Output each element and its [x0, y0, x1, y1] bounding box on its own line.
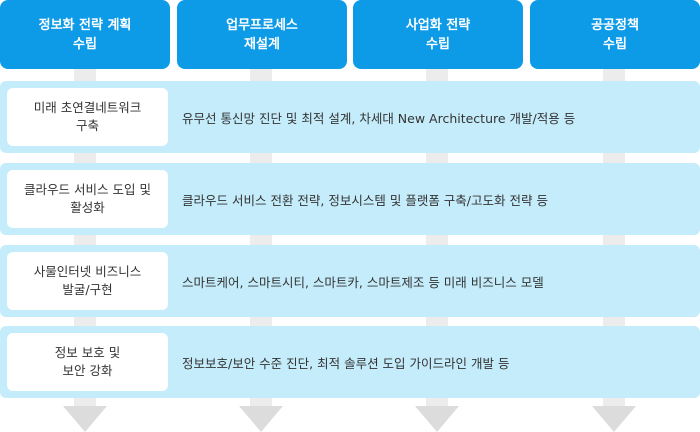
row-description: 정보보호/보안 수준 진단, 최적 솔루션 도입 가이드라인 개발 등: [182, 355, 510, 371]
column-header-1: 정보화 전략 계획 수립: [0, 0, 170, 69]
column-header-4: 공공정책 수립: [530, 0, 700, 69]
row-label: 클라우드 서비스 도입 및 활성화: [7, 170, 168, 228]
column-4-arrowhead: [592, 406, 636, 432]
column-header-3: 사업화 전략 수립: [353, 0, 523, 69]
row-label: 정보 보호 및 보안 강화: [7, 333, 168, 391]
row-description: 스마트케어, 스마트시티, 스마트카, 스마트제조 등 미래 비즈니스 모델: [182, 274, 544, 290]
row-label: 미래 초연결네트워크 구축: [7, 88, 168, 146]
row-future-network: 미래 초연결네트워크 구축 유무선 통신망 진단 및 최적 설계, 차세대 Ne…: [0, 81, 700, 153]
row-cloud-service: 클라우드 서비스 도입 및 활성화 클라우드 서비스 전환 전략, 정보시스템 …: [0, 163, 700, 235]
column-2-arrowhead: [239, 406, 283, 432]
column-1-arrowhead: [63, 406, 107, 432]
row-description: 클라우드 서비스 전환 전략, 정보시스템 및 플랫폼 구축/고도화 전략 등: [182, 192, 548, 208]
column-header-2: 업무프로세스 재설계: [177, 0, 347, 69]
row-description: 유무선 통신망 진단 및 최적 설계, 차세대 New Architecture…: [182, 110, 576, 126]
row-label: 사물인터넷 비즈니스 발굴/구현: [7, 252, 168, 310]
row-iot-business: 사물인터넷 비즈니스 발굴/구현 스마트케어, 스마트시티, 스마트카, 스마트…: [0, 245, 700, 317]
column-3-arrowhead: [415, 406, 459, 432]
row-security: 정보 보호 및 보안 강화 정보보호/보안 수준 진단, 최적 솔루션 도입 가…: [0, 326, 700, 398]
